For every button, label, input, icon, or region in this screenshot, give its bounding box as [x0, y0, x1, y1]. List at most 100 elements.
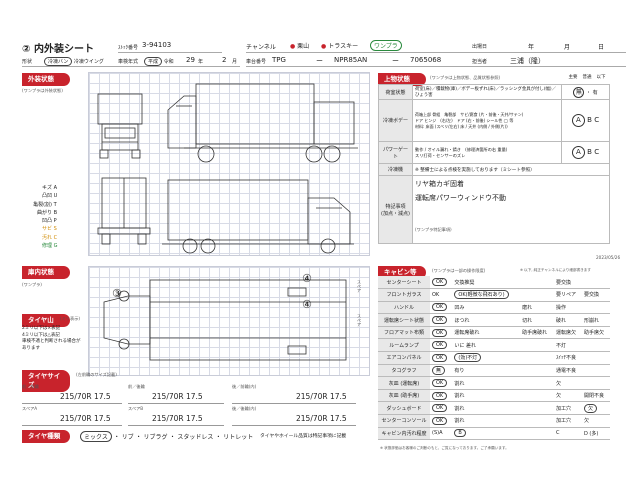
- tire-cell-front-front: 前／前輪 215/70R 17.5: [22, 384, 122, 404]
- shape-options: 冷凍バン 冷凍ウイング: [44, 57, 104, 66]
- channel-kuriyama-icon: ●: [290, 43, 296, 50]
- table-row: 特記事項 (加点・減点) リヤ箱カギ固着 運転席パワーウィンドウ不動 (ワンプラ…: [378, 175, 610, 244]
- tire-type-section-label: タイヤ種類: [22, 430, 70, 443]
- cabin-bottom-note: ※ 状態評価はお客様のご判断のもと、ご覧になっております。ご了承願います。: [380, 446, 509, 450]
- cabin-section-label: キャビン等: [378, 266, 426, 279]
- tire-position-number: ④: [302, 272, 312, 285]
- reserve-date-label: 出場日: [472, 44, 488, 50]
- tire-cell-spare-b: スペアB 215/70R 17.5: [128, 406, 224, 426]
- era-reiwa: 令和: [163, 59, 174, 65]
- grade-header: 主要普通以下: [568, 75, 606, 80]
- tire-cell-spare-a: スペアA 215/70R 17.5: [22, 406, 122, 426]
- model-dash-1: ー: [316, 57, 323, 65]
- truck-interior-diagram: [103, 279, 347, 361]
- model-code: NPR85AN: [334, 56, 368, 64]
- tire-type-mix: ミックス: [80, 431, 112, 442]
- special-notes-label: 特記事項 (加点・減点): [378, 175, 413, 244]
- legend-row: 凹凸 P: [41, 218, 57, 225]
- reg-year-label: 車検年式: [118, 59, 139, 65]
- upper-body-table: 荷室状態 荷室(床)／積載物(庫)／ボデー板ずれ(床)／ラッシング金具が付し(幅…: [378, 84, 610, 244]
- upper-row-label: パワーゲート: [378, 141, 413, 164]
- grade-none: 無: [573, 86, 585, 98]
- channel-kuriyama: 栗山: [297, 43, 310, 50]
- exterior-diagram-grid: [88, 72, 370, 256]
- model-prefix: TPG: [272, 56, 286, 64]
- era-heisei: 平成: [144, 57, 163, 66]
- legend-row: サビ S: [41, 226, 57, 233]
- tire-cell-front-rear: 前／後輪 215/70R 17.5: [128, 384, 224, 404]
- upper-note: (ワンプラは上物状態、品質状態参照): [430, 75, 501, 80]
- channel-truskey-icon: ●: [321, 43, 327, 50]
- stock-number: 3-94103: [142, 41, 172, 49]
- legend-row: 凸凹 U: [41, 193, 58, 200]
- tire-mountain-note: (ミリ表示): [60, 316, 81, 321]
- table-row: タコグラフ無有り通電不良: [378, 364, 610, 378]
- exterior-note: (ワンプラは外装状態): [22, 88, 63, 93]
- tire-type-retread: リトレット: [223, 434, 254, 441]
- spare-label: スペア: [357, 280, 362, 293]
- special-note-line: リヤ箱カギ固着: [415, 180, 464, 188]
- inspector-label: 担当者: [472, 59, 488, 65]
- interior-diagram-grid: [88, 266, 370, 376]
- reg-month-unit: 月: [232, 59, 238, 65]
- model-serial: 7065068: [410, 56, 442, 64]
- tire-type-studless: スタッドレス: [177, 434, 214, 441]
- channel-options: ● 栗山 ● トラスキー ワンプラ: [290, 40, 402, 51]
- reg-year-unit: 年: [198, 59, 204, 65]
- upper-row-grades: 無 ・ 有: [561, 84, 610, 100]
- tire-type-riblug: リブラグ: [143, 434, 168, 441]
- upper-row-text: 荷箱上部 骨組 亀裂部 サビ/腐食 (片・前後・天井/サテン) ドア ヒンジ (…: [412, 99, 562, 142]
- upper-section-label: 上物状態: [378, 73, 426, 86]
- era-options: 平成 令和: [144, 57, 174, 66]
- exterior-date: 2023/05/26: [596, 255, 621, 260]
- date-day-label: 日: [598, 44, 605, 51]
- truck-exterior-diagram: [97, 83, 358, 254]
- tire-notes: 2ミリ以下は×表記 4ミリ以下は△表記 車検不適と判断される場合が あります: [22, 326, 81, 351]
- spare-label: スペア: [357, 314, 362, 327]
- legend-row: 汚れ C: [41, 234, 58, 241]
- special-note-footer: (ワンプラ特記事項): [415, 227, 452, 232]
- legend-row: 修理 G: [41, 243, 58, 250]
- upper-row-text: ※ 整備士による点検を実施しております（ミシート参照）: [412, 163, 610, 176]
- date-month-label: 月: [564, 44, 571, 51]
- table-row: 冷凍ボデー 荷箱上部 骨組 亀裂部 サビ/腐食 (片・前後・天井/サテン) ドア…: [378, 99, 610, 142]
- damage-legend: キズ A 凸凹 U 亀裂(割) T 曲がり B 凹凸 P サビ S 汚れ C 修…: [22, 184, 70, 250]
- upper-row-grades: A B C: [561, 99, 610, 142]
- tire-position-number: ④: [302, 298, 312, 311]
- tire-cell-rear-inner-front: 後／前輪(内) 215/70R 17.5: [232, 384, 356, 404]
- tire-type-options: ミックス ・ リブ ・ リブラグ ・ スタッドレス ・ リトレット: [80, 431, 253, 442]
- upper-row-label: 冷凍ボデー: [378, 99, 413, 142]
- grade-a: A: [571, 114, 585, 127]
- reg-month-value: 2: [222, 56, 227, 64]
- upper-row-text: 荷室(床)／積載物(庫)／ボデー板ずれ(床)／ラッシング金具が付し(幅)／ひょう…: [412, 84, 562, 100]
- tire-cell-rear-inner-rear: 後／後輪(内) 215/70R 17.5: [232, 406, 356, 426]
- shape-option-van: 冷凍バン: [44, 57, 73, 66]
- page-title: ② 内外装シート: [22, 44, 94, 55]
- tire-type-rib: リブ: [121, 434, 134, 441]
- inspector-name: 三浦（隆）: [510, 57, 545, 65]
- tire-position-number: ③: [112, 287, 122, 300]
- channel-wanpura: ワンプラ: [369, 40, 402, 51]
- tire-size-note: (左前輪のサイズ記載): [76, 372, 117, 377]
- channel-truskey: トラスキー: [328, 43, 359, 50]
- legend-row: 曲がり B: [36, 209, 58, 216]
- channel-label: チャンネル: [246, 44, 276, 51]
- table-row: 冷凍機 ※ 整備士による点検を実施しております（ミシート参照）: [378, 163, 610, 176]
- date-year-label: 年: [528, 44, 535, 51]
- special-notes: リヤ箱カギ固着 運転席パワーウィンドウ不動 (ワンプラ特記事項): [412, 175, 610, 244]
- tire-size-section-label: タイヤサイズ: [22, 370, 70, 392]
- stock-label: ｽﾄｯｸ番号: [118, 45, 139, 51]
- interior-note: (ワンプラ): [22, 282, 42, 287]
- shape-option-wing: 冷凍ウイング: [73, 59, 104, 65]
- model-label: 車台番号: [246, 59, 267, 65]
